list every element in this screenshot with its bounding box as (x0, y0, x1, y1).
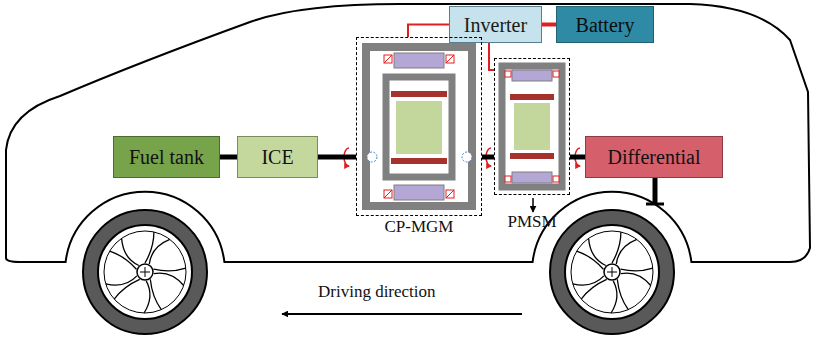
hub-cross (607, 267, 617, 277)
wheel-spoke (612, 232, 637, 264)
box-label: ICE (261, 146, 293, 168)
wheel-spoke (106, 276, 140, 299)
box-label: Fuel tank (129, 146, 204, 168)
engine-box: ICE (237, 136, 318, 178)
tire (83, 210, 207, 334)
pole-strip (391, 91, 447, 97)
hub-cross (140, 267, 150, 277)
cp-mgm-machine (366, 47, 472, 206)
wheel-spoke (611, 279, 628, 313)
power-cable (408, 25, 449, 38)
rear-wheel (550, 210, 674, 334)
wheel-hub (604, 264, 620, 280)
coil-mark (384, 55, 454, 198)
pmsm-machine (502, 66, 562, 187)
machine-housing: PMSM (494, 58, 570, 195)
shaft (482, 155, 494, 160)
coil (553, 176, 559, 182)
pointer-arrow (532, 198, 534, 212)
shaft (318, 155, 356, 160)
rim (98, 225, 192, 319)
drive-axle (646, 203, 664, 206)
box-label: Differential (608, 146, 701, 168)
box-label: Battery (576, 14, 635, 36)
rotor-core (514, 103, 550, 150)
differential-box: Differential (585, 136, 723, 178)
wheel-spoke (154, 268, 186, 285)
direction-arrow (282, 313, 522, 315)
stator-yoke (502, 66, 562, 187)
shaft (570, 155, 585, 160)
machine-housing: CP-MGM (356, 37, 482, 216)
tire (550, 210, 674, 334)
wheel-spoke (621, 268, 653, 285)
wheel-spoke (145, 232, 170, 264)
shaft (220, 155, 237, 160)
wheel-spoke (573, 276, 607, 299)
fuel-tank-box: Fuel tank (113, 136, 220, 178)
coupling (462, 152, 472, 162)
magnet (394, 185, 444, 200)
box-label: Inverter (464, 14, 527, 36)
wheel-hub (137, 264, 153, 280)
pole-strip (510, 153, 554, 159)
pole-strip (510, 94, 554, 100)
battery-box: Battery (556, 6, 654, 43)
coupling (367, 152, 377, 162)
pole-strip (391, 158, 447, 164)
rim (565, 225, 659, 319)
wheel-spoke (144, 279, 161, 313)
direction-label: Driving direction (318, 283, 436, 302)
rim-edge (571, 231, 653, 313)
rotor-core (396, 101, 442, 154)
magnet (394, 53, 444, 68)
inner-rotor-ring (386, 77, 452, 177)
coil (553, 71, 559, 77)
outer-yoke (366, 47, 472, 206)
power-cable (542, 23, 556, 27)
machine-label: PMSM (507, 213, 556, 232)
coil (505, 71, 511, 77)
coil (505, 176, 511, 182)
magnet (512, 70, 552, 81)
drive-axle (653, 178, 658, 204)
wheel-spoke (110, 238, 139, 269)
machine-label: CP-MGM (385, 218, 454, 237)
rim-edge (104, 231, 186, 313)
front-wheel (83, 210, 207, 334)
magnet (512, 172, 552, 183)
wheel-spoke (577, 238, 606, 269)
